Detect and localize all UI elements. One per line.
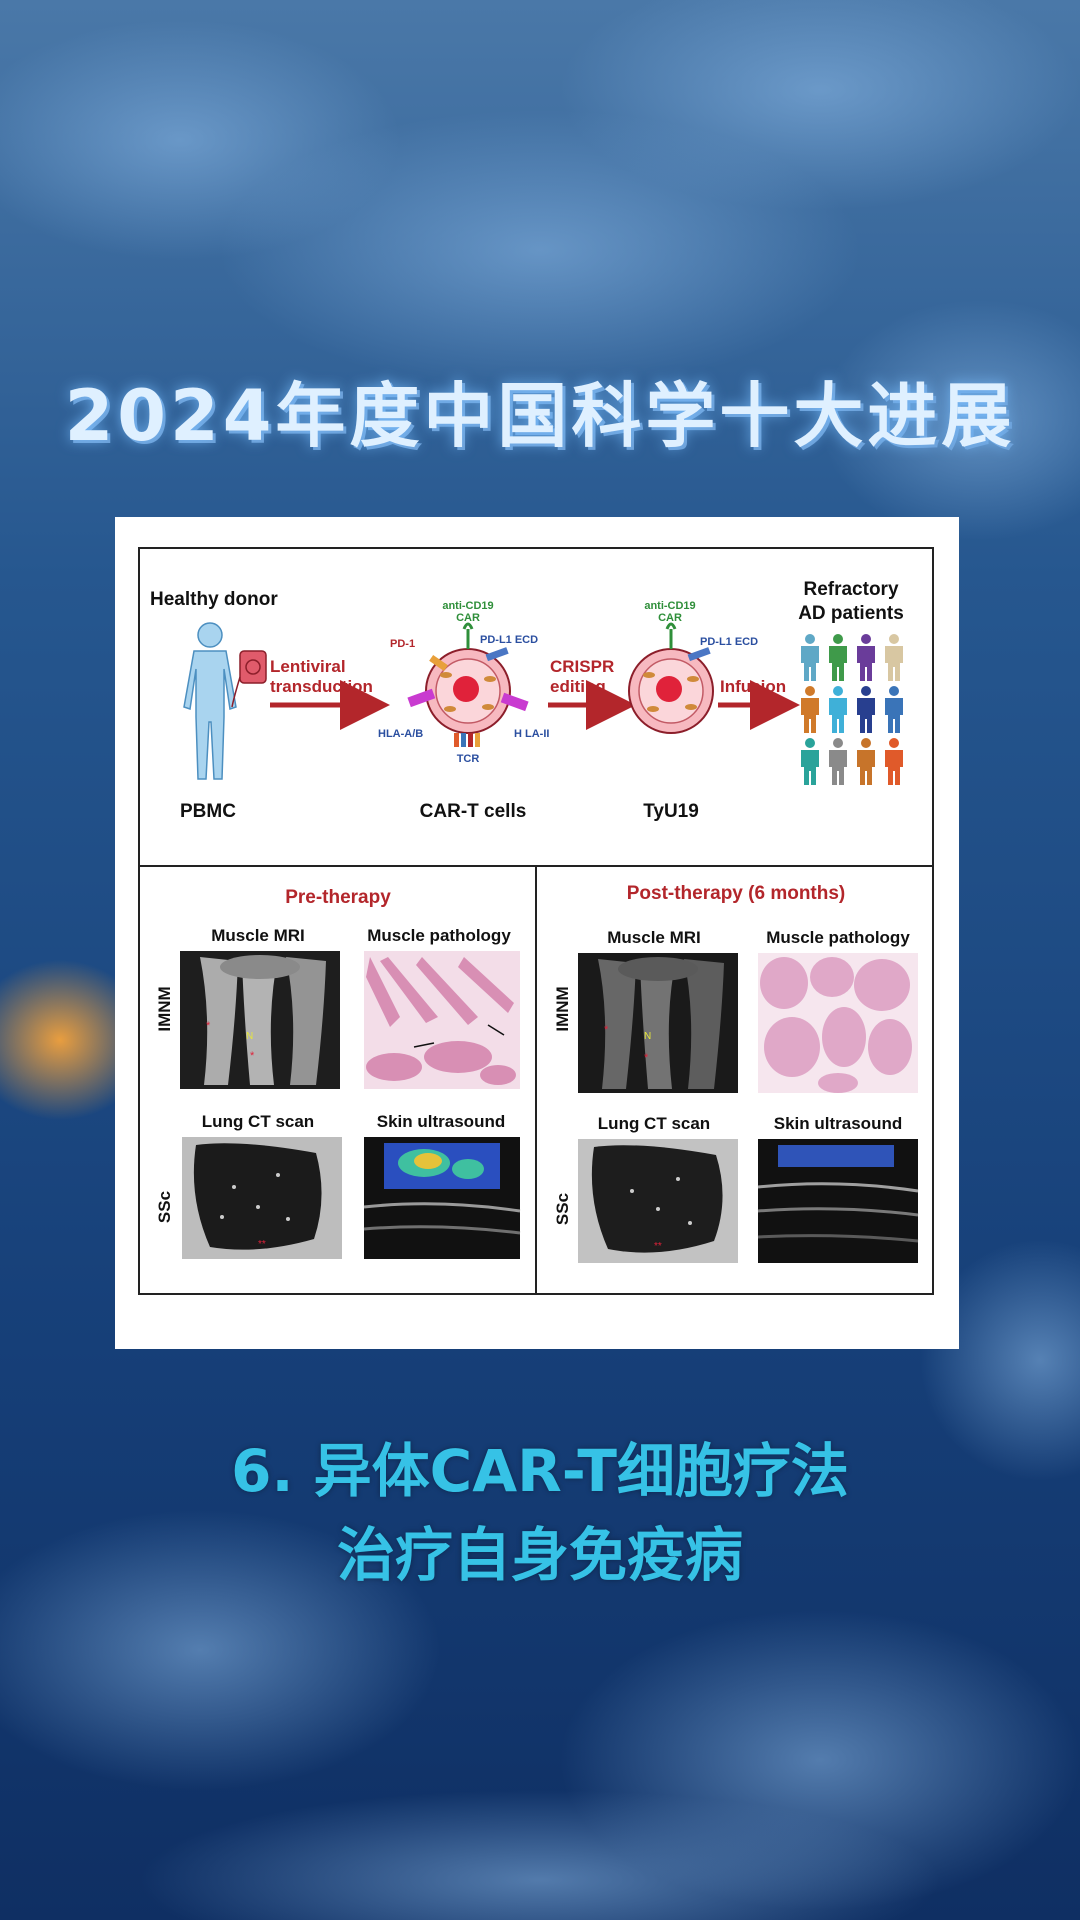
caption-line-2: 治疗自身免疫病: [336, 1521, 743, 1589]
pre-lung-label: Lung CT scan: [202, 1112, 314, 1131]
post-mri-label: Muscle MRI: [607, 928, 701, 947]
pd1-label: PD-1: [390, 638, 415, 650]
infusion-bag-icon: [231, 650, 267, 708]
pre-therapy-title: Pre-therapy: [285, 887, 391, 908]
patient-figure-icon: [885, 634, 903, 681]
post-imnm-label: IMNM: [553, 986, 572, 1031]
post-skin-ultrasound-image: [757, 1139, 919, 1263]
pre-imnm-label: IMNM: [155, 986, 174, 1031]
pre-mri-image: * N *: [180, 951, 340, 1089]
figure-card: Healthy donor PBMC Lentiviral transducti…: [115, 517, 959, 1349]
refractory-label-2: AD patients: [798, 603, 904, 624]
post-mri-image: * N *: [578, 953, 738, 1093]
caption-line-1: 6. 异体CAR-T细胞疗法: [231, 1437, 849, 1505]
post-panel-frame: [535, 865, 934, 1295]
post-pathology-image: [758, 953, 918, 1093]
car-t-cells-label: CAR-T cells: [420, 801, 527, 822]
hla-ab-label: HLA-A/B: [378, 728, 423, 740]
anti-cd19-label-2: anti-CD19: [644, 600, 695, 612]
infusion-label: Infusion: [720, 677, 786, 696]
tcr-label: TCR: [457, 753, 480, 765]
post-pathology-label: Muscle pathology: [766, 928, 910, 947]
car-t-diagram: Healthy donor PBMC Lentiviral transducti…: [138, 547, 934, 1295]
pre-pathology-image: [364, 951, 520, 1089]
pre-skin-ultrasound-image: [363, 1137, 521, 1259]
headline: 2024年度中国科学十大进展: [64, 375, 1016, 457]
pdl1-ecd-label-2: PD-L1 ECD: [700, 636, 758, 648]
patient-figure-icon: [801, 686, 819, 733]
svg-text:*: *: [206, 1020, 211, 1032]
svg-text:*: *: [644, 1052, 649, 1064]
svg-text:*: *: [250, 1050, 255, 1062]
post-skin-label: Skin ultrasound: [774, 1114, 902, 1133]
svg-text:*: *: [604, 1024, 609, 1036]
patient-figure-icon: [829, 686, 847, 733]
post-lung-ct-image: **: [578, 1139, 738, 1263]
car-t-cell-icon: [407, 622, 529, 747]
crispr-label-1: CRISPR: [550, 657, 614, 676]
patient-figure-icon: [829, 634, 847, 681]
lentiviral-label-2: transduction: [270, 677, 373, 696]
tyu19-label: TyU19: [643, 801, 699, 822]
lentiviral-label-1: Lentiviral: [270, 657, 346, 676]
hla-ii-label: H LA-II: [514, 728, 549, 740]
patient-figure-icon: [829, 738, 847, 785]
anti-cd19-label: anti-CD19: [442, 600, 493, 612]
refractory-label-1: Refractory: [803, 579, 898, 600]
svg-text:**: **: [258, 1239, 266, 1250]
pre-ssc-label: SSc: [155, 1191, 174, 1223]
svg-text:**: **: [654, 1241, 662, 1252]
patient-group: [801, 634, 903, 785]
svg-text:N: N: [644, 1031, 651, 1042]
tyu19-cell-icon: [628, 622, 714, 734]
healthy-donor-label: Healthy donor: [150, 589, 278, 610]
car-label: CAR: [456, 612, 480, 624]
patient-figure-icon: [885, 686, 903, 733]
post-therapy-title: Post-therapy (6 months): [627, 883, 846, 904]
pre-mri-label: Muscle MRI: [211, 926, 305, 945]
crispr-label-2: editing: [550, 677, 606, 696]
pdl1-ecd-label: PD-L1 ECD: [480, 634, 538, 646]
post-lung-label: Lung CT scan: [598, 1114, 710, 1133]
post-ssc-label: SSc: [553, 1193, 572, 1225]
pbmc-label: PBMC: [180, 801, 236, 822]
pre-pathology-label: Muscle pathology: [367, 926, 511, 945]
patient-figure-icon: [857, 738, 875, 785]
pre-skin-label: Skin ultrasound: [377, 1112, 505, 1131]
patient-figure-icon: [857, 686, 875, 733]
svg-text:N: N: [246, 1031, 253, 1042]
patient-figure-icon: [801, 738, 819, 785]
patient-figure-icon: [857, 634, 875, 681]
patient-figure-icon: [885, 738, 903, 785]
patient-figure-icon: [801, 634, 819, 681]
pre-lung-ct-image: **: [182, 1137, 342, 1259]
human-figure-icon: [183, 622, 237, 780]
car-label-2: CAR: [658, 612, 682, 624]
